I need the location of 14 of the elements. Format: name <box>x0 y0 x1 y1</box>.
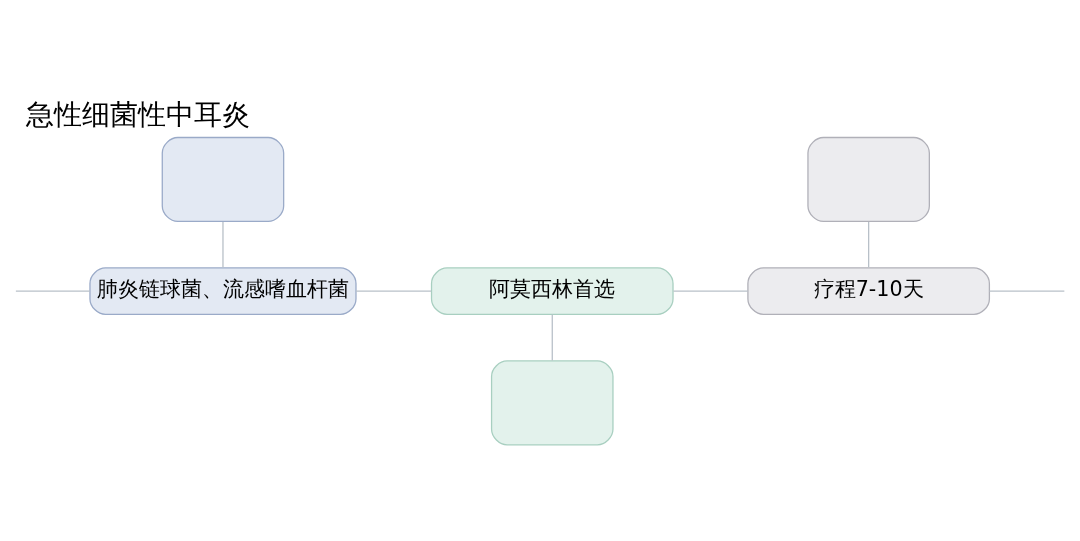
connector <box>355 290 432 292</box>
node-box: 疗程7-10天 <box>747 267 991 316</box>
node-box <box>490 360 614 446</box>
node-box <box>161 136 285 223</box>
connector <box>988 290 1065 292</box>
connector <box>222 221 224 269</box>
node-box <box>807 136 930 223</box>
connector <box>551 313 553 362</box>
connector <box>15 290 91 292</box>
node-box: 阿莫西林首选 <box>430 267 674 316</box>
connector <box>868 221 870 269</box>
diagram-title: 急性细菌性中耳炎 <box>25 98 250 132</box>
node-box: 肺炎链球菌、流感嗜血杆菌 <box>89 267 357 316</box>
connector <box>672 290 749 292</box>
